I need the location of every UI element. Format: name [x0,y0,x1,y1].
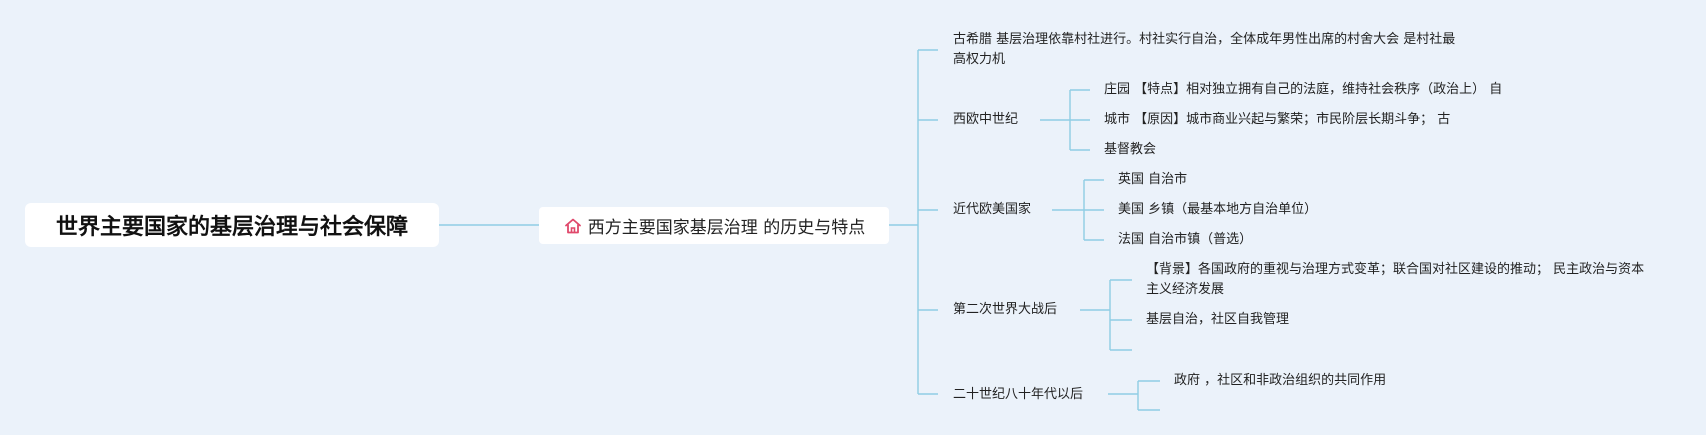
topic-greece-label: 古希腊 基层治理依靠村社进行。村社实行自治，全体成年男性出席的村舍大会 是村社最… [953,32,1456,67]
root-topic-label: 世界主要国家的基层治理与社会保障 [55,215,408,240]
topic-medieval[interactable]: 西欧中世纪 [953,110,1018,130]
main-topic[interactable]: 西方主要国家基层治理 的历史与特点 [539,207,889,244]
subtopic-medieval-church[interactable]: 基督教会 [1104,140,1156,160]
subtopic-modern-uk[interactable]: 英国 自治市 [1118,170,1187,190]
topic-eighties-label: 二十世纪八十年代以后 [953,387,1084,402]
subtopic-postwar-background[interactable]: 【背景】各国政府的重视与治理方式变革；联合国对社区建设的推动； 民主政治与资本主… [1146,260,1656,300]
subtopic-label: 基督教会 [1104,142,1157,157]
subtopic-label: 庄园 【特点】相对独立拥有自己的法庭，维持社会秩序（政治上） 自 [1104,82,1503,97]
subtopic-label: 城市 【原因】城市商业兴起与繁荣；市民阶层长期斗争； 古 [1104,112,1451,127]
main-topic-label: 西方主要国家基层治理 的历史与特点 [587,218,866,238]
subtopic-modern-france[interactable]: 法国 自治市镇（普选） [1118,230,1252,250]
subtopic-label: 法国 自治市镇（普选） [1118,232,1253,247]
home-icon [564,218,581,233]
topic-medieval-label: 西欧中世纪 [953,112,1019,127]
root-topic[interactable]: 世界主要国家的基层治理与社会保障 [25,203,439,247]
subtopic-label: 基层自治，社区自我管理 [1146,312,1290,327]
topic-modern[interactable]: 近代欧美国家 [953,200,1031,220]
topic-modern-label: 近代欧美国家 [953,202,1032,217]
topic-greece[interactable]: 古希腊 基层治理依靠村社进行。村社实行自治，全体成年男性出席的村舍大会 是村社最… [953,30,1463,70]
topic-postwar[interactable]: 第二次世界大战后 [953,300,1057,320]
subtopic-label: 美国 乡镇（最基本地方自治单位） [1118,202,1318,217]
subtopic-postwar-selfgov[interactable]: 基层自治，社区自我管理 [1146,310,1289,330]
subtopic-medieval-manor[interactable]: 庄园 【特点】相对独立拥有自己的法庭，维持社会秩序（政治上） 自 [1104,80,1502,100]
subtopic-label: 英国 自治市 [1118,172,1188,187]
topic-eighties[interactable]: 二十世纪八十年代以后 [953,385,1083,405]
subtopic-label: 【背景】各国政府的重视与治理方式变革；联合国对社区建设的推动； 民主政治与资本主… [1146,262,1645,297]
subtopic-modern-us[interactable]: 美国 乡镇（最基本地方自治单位） [1118,200,1317,220]
subtopic-eighties-cooperation[interactable]: 政府 ，社区和非政治组织的共同作用 [1174,371,1386,391]
topic-postwar-label: 第二次世界大战后 [953,302,1058,317]
subtopic-label: 政府 ，社区和非政治组织的共同作用 [1174,373,1387,388]
subtopic-medieval-city[interactable]: 城市 【原因】城市商业兴起与繁荣；市民阶层长期斗争； 古 [1104,110,1450,130]
